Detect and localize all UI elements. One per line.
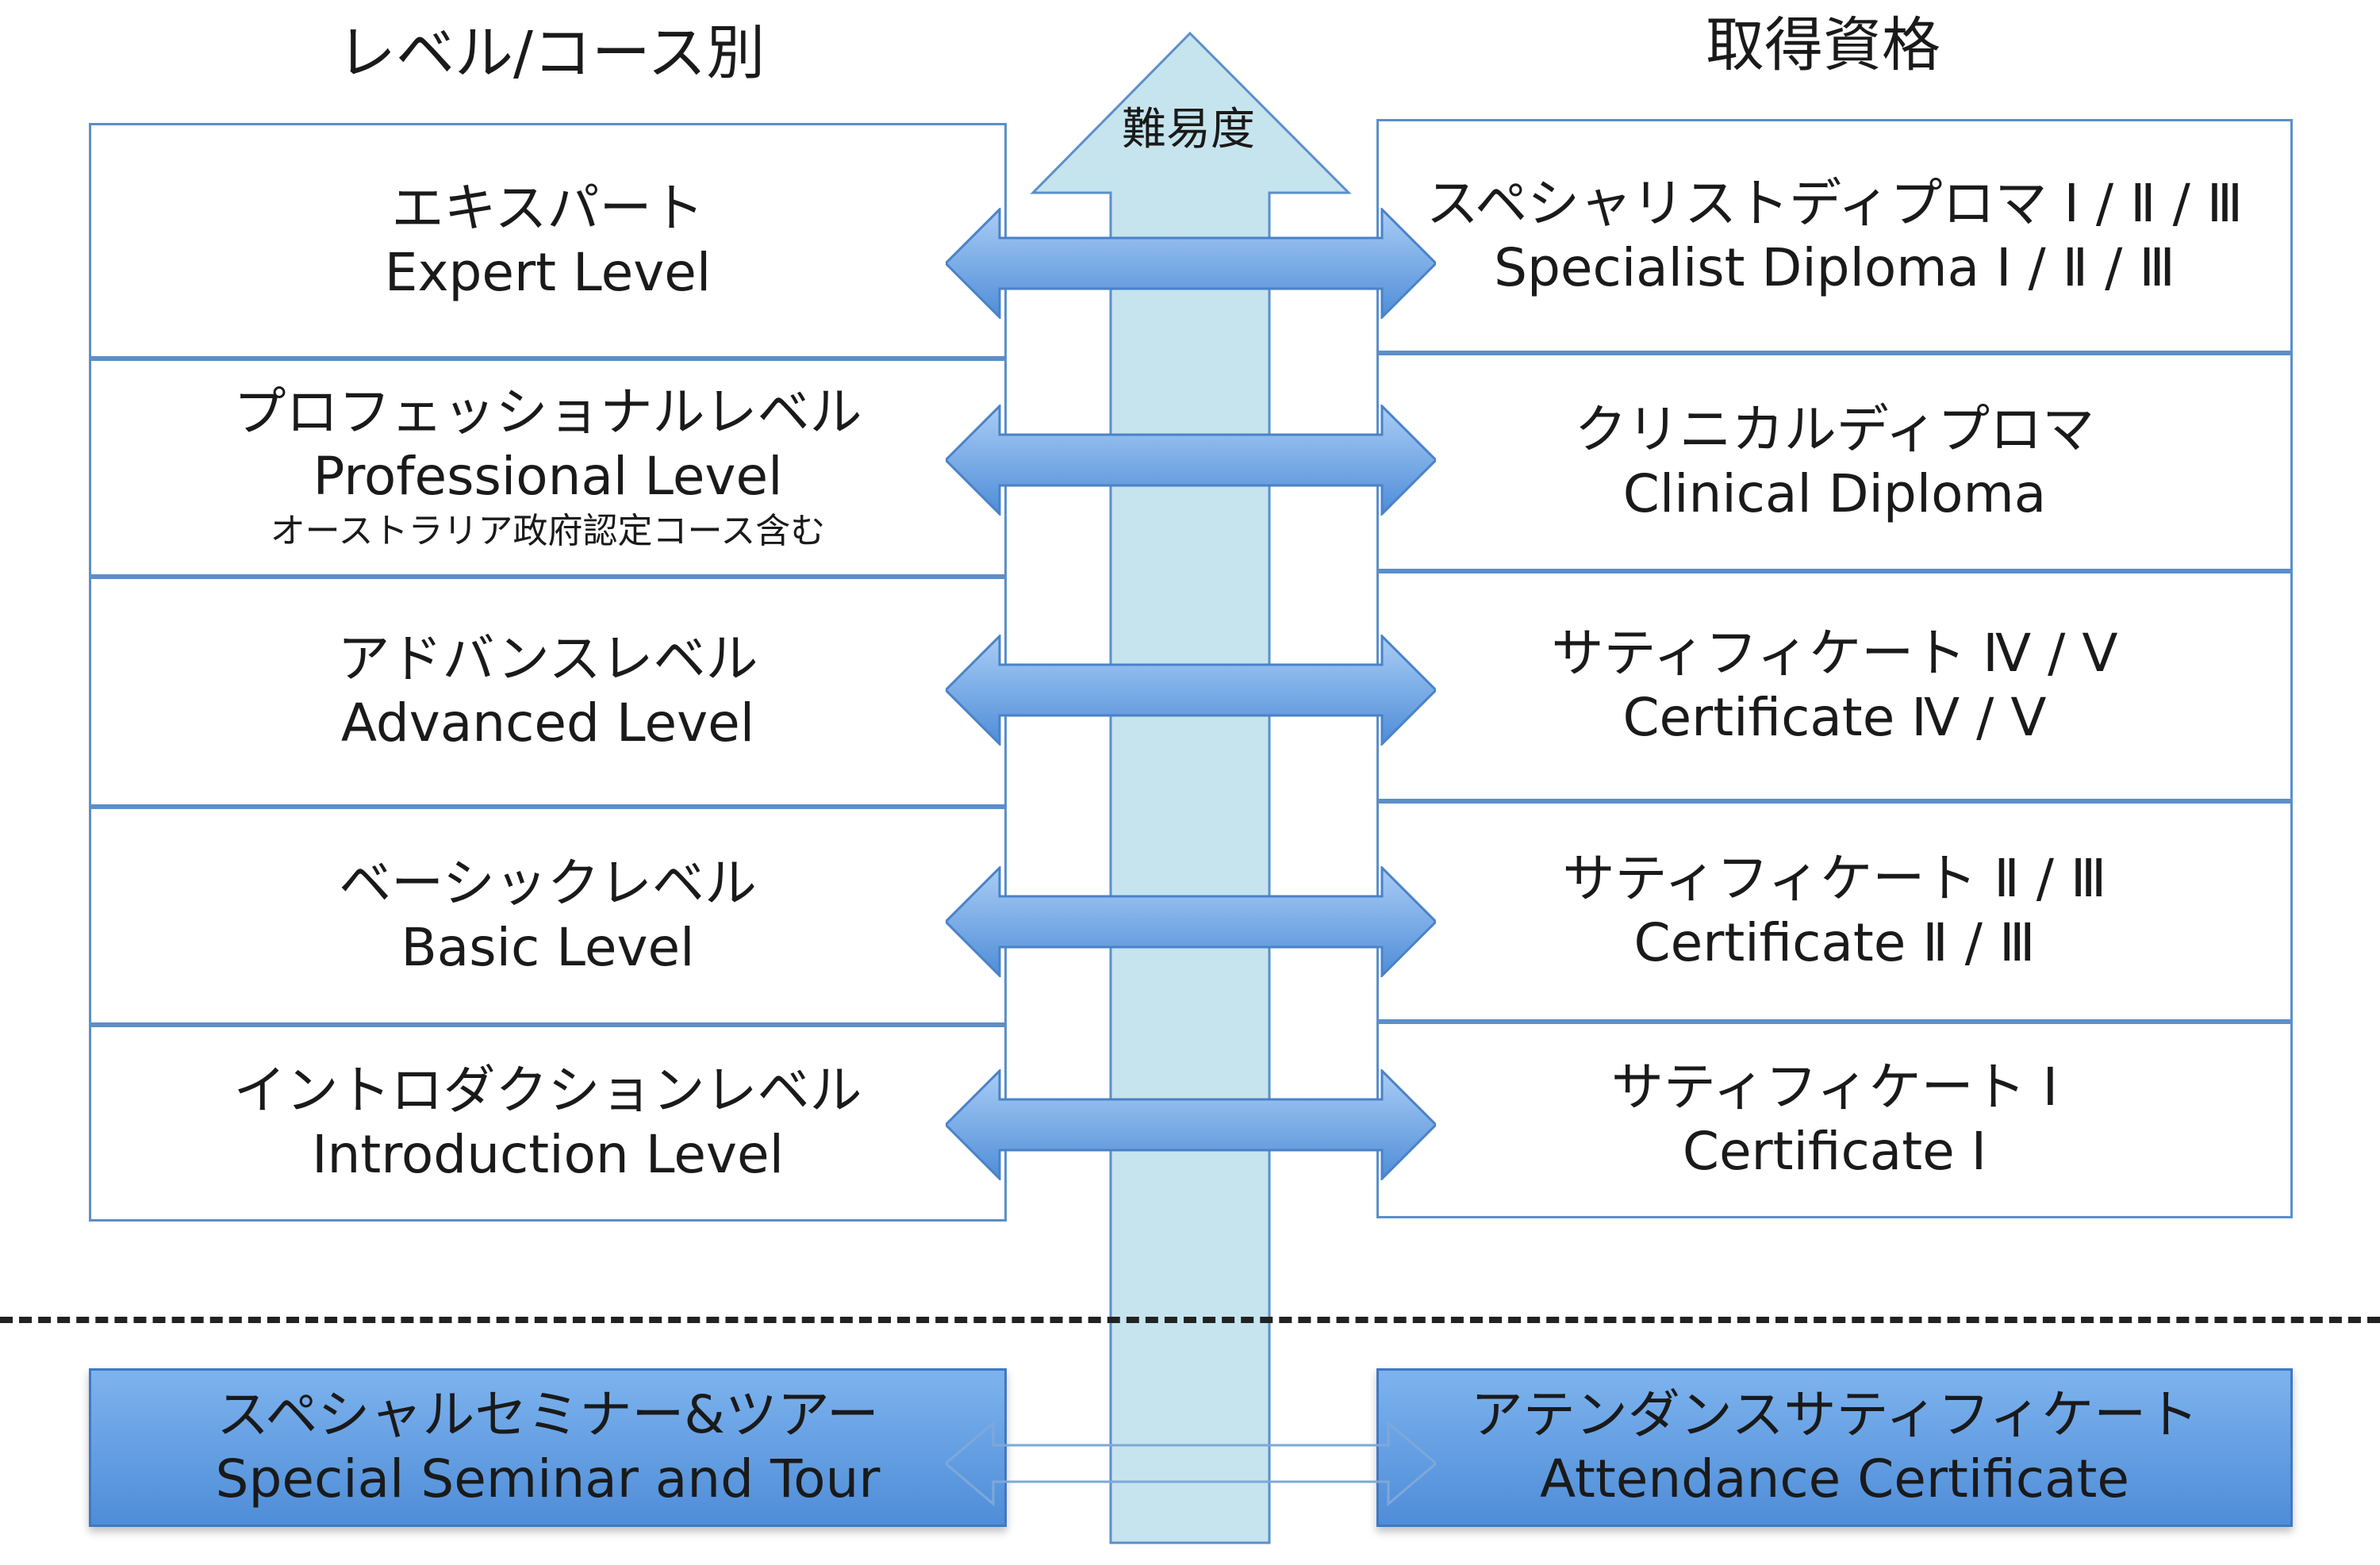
qualification-jp: クリニカルディプロマ	[1574, 398, 2095, 460]
level-box-basic: ベーシックレベル Basic Level	[89, 807, 1007, 1025]
special-seminar-box: スペシャルセミナー&ツアー Special Seminar and Tour	[89, 1368, 1007, 1527]
link-arrow-advanced	[946, 635, 1436, 746]
level-en: Basic Level	[401, 916, 695, 978]
level-en: Introduction Level	[312, 1124, 784, 1185]
difficulty-label: 難易度	[1122, 104, 1255, 155]
qualification-box-certificate-1: サティフィケート Ⅰ Certificate Ⅰ	[1376, 1022, 2293, 1218]
link-arrow-expert	[946, 208, 1436, 319]
special-right-en: Attendance Certificate	[1539, 1448, 2130, 1509]
level-en: Advanced Level	[340, 692, 755, 754]
right-column-heading: 取得資格	[1706, 11, 1940, 79]
special-right-jp: アテンダンスサティフィケート	[1470, 1384, 2199, 1446]
special-left-en: Special Seminar and Tour	[215, 1448, 881, 1509]
level-jp: エキスパート	[391, 177, 704, 239]
difficulty-arrow-shape	[1030, 31, 1352, 1544]
level-jp: ベーシックレベル	[339, 852, 757, 914]
level-box-professional: プロフェッショナルレベル Professional Level オーストラリア政…	[89, 359, 1007, 577]
qualification-en: Specialist Diploma Ⅰ / Ⅱ / Ⅲ	[1494, 236, 2175, 298]
qualification-en: Clinical Diploma	[1622, 462, 2047, 524]
level-en: Expert Level	[384, 241, 712, 303]
level-jp: イントロダクションレベル	[233, 1060, 862, 1122]
attendance-certificate-box: アテンダンスサティフィケート Attendance Certificate	[1376, 1368, 2293, 1527]
qualification-en: Certificate Ⅱ / Ⅲ	[1633, 912, 2036, 973]
link-arrow-introduction	[946, 1069, 1436, 1180]
level-en: Professional Level	[313, 445, 783, 507]
link-arrow-basic	[946, 866, 1436, 977]
level-box-introduction: イントロダクションレベル Introduction Level	[89, 1025, 1007, 1222]
qualification-jp: スペシャリストディプロマ Ⅰ / Ⅱ / Ⅲ	[1426, 172, 2244, 234]
link-arrow-special	[946, 1420, 1436, 1507]
qualification-box-specialist-diploma: スペシャリストディプロマ Ⅰ / Ⅱ / Ⅲ Specialist Diplom…	[1376, 119, 2293, 353]
level-box-expert: エキスパート Expert Level	[89, 123, 1007, 359]
special-left-jp: スペシャルセミナー&ツアー	[217, 1384, 879, 1446]
qualification-jp: サティフィケート Ⅱ / Ⅲ	[1562, 848, 2107, 910]
qualification-box-certificate-2-3: サティフィケート Ⅱ / Ⅲ Certificate Ⅱ / Ⅲ	[1376, 801, 2293, 1022]
section-divider	[0, 1317, 2380, 1323]
level-note: オーストラリア政府認定コース含む	[270, 511, 826, 552]
left-column-heading: レベル/コース別	[337, 19, 766, 87]
qualification-en: Certificate Ⅰ	[1682, 1121, 1987, 1182]
qualification-jp: サティフィケート Ⅳ / Ⅴ	[1551, 623, 2118, 685]
qualification-box-certificate-4-5: サティフィケート Ⅳ / Ⅴ Certificate Ⅳ / Ⅴ	[1376, 571, 2293, 801]
qualification-jp: サティフィケート Ⅰ	[1610, 1057, 2059, 1118]
level-jp: プロフェッショナルレベル	[233, 382, 862, 443]
level-jp: アドバンスレベル	[337, 628, 758, 690]
link-arrow-professional	[946, 405, 1436, 516]
level-box-advanced: アドバンスレベル Advanced Level	[89, 577, 1007, 807]
qualification-en: Certificate Ⅳ / Ⅴ	[1622, 687, 2047, 748]
qualification-box-clinical-diploma: クリニカルディプロマ Clinical Diploma	[1376, 353, 2293, 571]
